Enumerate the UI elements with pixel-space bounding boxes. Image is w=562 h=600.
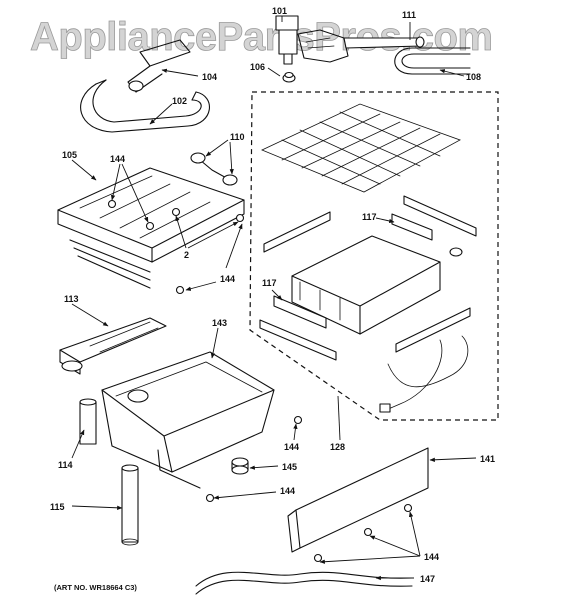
leader-144a2 <box>121 163 149 223</box>
part-110-grommets[interactable] <box>190 152 238 186</box>
part-tray[interactable] <box>291 235 463 335</box>
leader-144e3 <box>319 555 421 564</box>
callout-145: 145 <box>282 462 297 472</box>
leader-144e2 <box>369 535 421 557</box>
part-145-foot[interactable] <box>231 457 249 475</box>
leader-106 <box>267 67 281 77</box>
part-115-post[interactable] <box>121 464 139 546</box>
leader-115 <box>71 505 123 510</box>
leader-117b <box>271 289 283 301</box>
callout-102: 102 <box>172 96 187 106</box>
watermark-text: AppliancePartsPros.com <box>30 15 493 59</box>
leader-128 <box>337 395 341 441</box>
leader-104 <box>161 68 199 77</box>
part-105-frame[interactable] <box>57 159 245 289</box>
cover-screws[interactable] <box>313 503 413 563</box>
leader-110 <box>205 139 229 157</box>
callout-117a: 117 <box>362 212 377 222</box>
leader-117a <box>375 217 395 224</box>
wire-harness[interactable] <box>379 335 469 413</box>
part-104-fill-tube[interactable] <box>127 39 191 93</box>
callout-111: 111 <box>402 10 416 20</box>
callout-114: 114 <box>58 460 73 470</box>
callout-147: 147 <box>420 574 435 584</box>
callout-144d: 144 <box>280 486 295 496</box>
callout-144e: 144 <box>424 552 439 562</box>
part-114-post[interactable] <box>79 398 97 445</box>
leader-144b2 <box>225 223 243 269</box>
callout-143: 143 <box>212 318 227 328</box>
callout-101: 101 <box>272 6 287 16</box>
callout-105: 105 <box>62 150 77 160</box>
leader-113 <box>71 303 109 327</box>
leader-102 <box>149 103 173 125</box>
callout-104: 104 <box>202 72 217 82</box>
callout-144c: 144 <box>284 442 299 452</box>
callout-106: 106 <box>250 62 265 72</box>
part-cutter-grid[interactable] <box>261 103 461 193</box>
assembly-128-boundary <box>249 91 499 421</box>
leader-141 <box>429 457 477 462</box>
leader-110b <box>229 141 234 175</box>
leader-114 <box>71 429 85 459</box>
right-lower-rail[interactable] <box>395 307 471 353</box>
callout-113: 113 <box>64 294 79 304</box>
lower-rail[interactable] <box>259 319 337 361</box>
part-106-nut[interactable] <box>282 71 296 83</box>
part-113-chute[interactable] <box>59 317 167 375</box>
leader-144c <box>293 423 298 441</box>
leader-2 <box>175 215 187 249</box>
part-102-hose[interactable] <box>80 79 210 133</box>
art-number: (ART NO. WR18664 C3) <box>54 583 137 592</box>
leader-144e <box>408 511 421 557</box>
callout-141: 141 <box>480 454 495 464</box>
part-117-bracket-right[interactable] <box>391 213 433 241</box>
callout-115: 115 <box>50 502 65 512</box>
callout-108: 108 <box>466 72 481 82</box>
leader-144d <box>213 491 277 500</box>
leader-143 <box>210 327 219 359</box>
leader-2b <box>187 221 239 249</box>
part-147-hose[interactable] <box>195 571 413 595</box>
upper-rail[interactable] <box>403 195 477 237</box>
leader-108 <box>439 69 465 77</box>
leader-144a <box>110 163 121 201</box>
callout-2: 2 <box>184 250 189 260</box>
callout-144b: 144 <box>220 274 235 284</box>
leader-144b <box>185 281 217 291</box>
part-108-loop[interactable] <box>394 47 471 75</box>
leader-145 <box>249 465 279 470</box>
frame-screws[interactable] <box>107 199 245 295</box>
callout-110: 110 <box>230 132 245 142</box>
part-143-ice-bin[interactable] <box>101 351 275 489</box>
part-101-valve[interactable] <box>275 15 425 65</box>
part-117-bracket-left[interactable] <box>273 295 327 329</box>
part-141-cover[interactable] <box>287 447 429 553</box>
callout-128: 128 <box>330 442 345 452</box>
callout-117b: 117 <box>262 278 277 288</box>
leader-105 <box>71 159 97 181</box>
callout-144a: 144 <box>110 154 125 164</box>
left-rail[interactable] <box>263 211 331 253</box>
